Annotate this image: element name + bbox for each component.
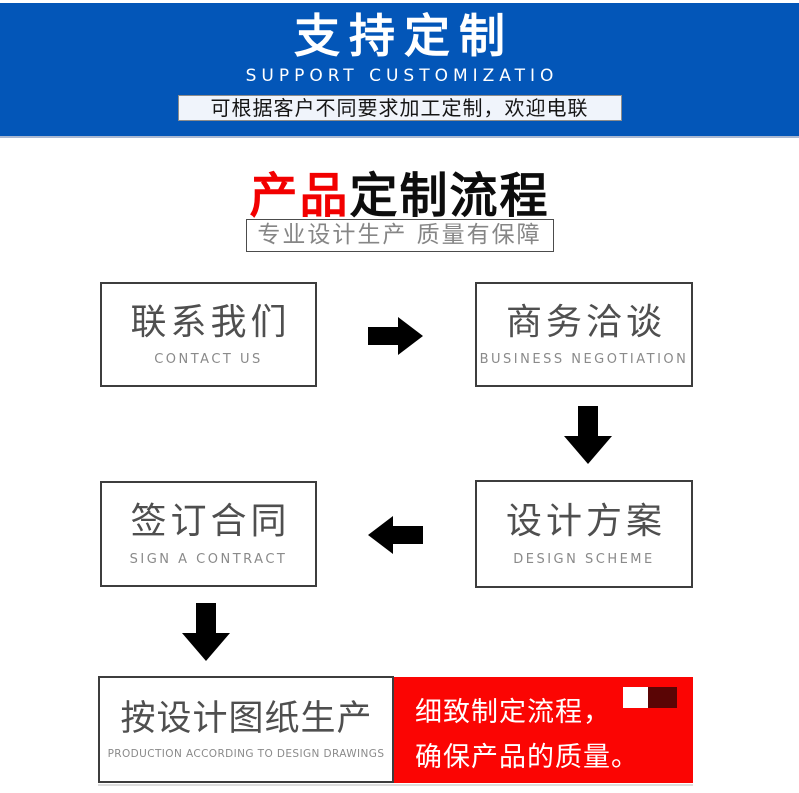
step-en-label: DESIGN SCHEME <box>513 551 655 567</box>
maroon-square-icon <box>648 687 677 708</box>
note-text: 细致制定流程， 确保产品的质量。 <box>394 677 693 780</box>
flow-step-contact-us: 联系我们 CONTACT US <box>100 282 317 387</box>
banner: 支持定制 SUPPORT CUSTOMIZATIO 可根据客户不同要求加工定制，… <box>0 3 799 138</box>
banner-tagline: 可根据客户不同要求加工定制，欢迎电联 <box>177 94 622 121</box>
section-title: 产品定制流程 <box>0 156 799 226</box>
step-cn-label: 签订合同 <box>130 501 291 543</box>
note-decoration-squares <box>623 687 677 708</box>
section-title-rest: 定制流程 <box>349 168 550 224</box>
step-en-label: SIGN A CONTRACT <box>129 551 288 567</box>
arrow-right-icon <box>368 317 423 355</box>
flow-step-production: 按设计图纸生产 PRODUCTION ACCORDING TO DESIGN D… <box>98 676 394 783</box>
note-line-2: 确保产品的质量。 <box>415 742 639 773</box>
banner-title: 支持定制 <box>294 9 514 63</box>
bottom-shadow-line <box>98 784 693 786</box>
step-en-label: BUSINESS NEGOTIATION <box>479 352 689 368</box>
section-title-highlight: 产品 <box>249 168 350 224</box>
white-square-icon <box>623 687 648 708</box>
banner-subtitle: SUPPORT CUSTOMIZATIO <box>245 65 559 86</box>
step-cn-label: 按设计图纸生产 <box>120 699 373 740</box>
section-subtitle-box: 专业设计生产 质量有保障 <box>245 219 554 252</box>
flow-step-design-scheme: 设计方案 DESIGN SCHEME <box>475 480 693 588</box>
step-en-label: PRODUCTION ACCORDING TO DESIGN DRAWINGS <box>107 747 385 760</box>
arrow-down-icon <box>182 603 230 661</box>
arrow-left-icon <box>368 516 423 554</box>
note-line-1: 细致制定流程， <box>415 697 611 728</box>
flow-step-business-negotiation: 商务洽谈 BUSINESS NEGOTIATION <box>475 282 693 387</box>
step-cn-label: 联系我们 <box>130 301 291 343</box>
quality-note-box: 细致制定流程， 确保产品的质量。 <box>394 677 693 783</box>
flow-step-sign-contract: 签订合同 SIGN A CONTRACT <box>100 481 317 587</box>
step-cn-label: 商务洽谈 <box>505 301 666 343</box>
arrow-down-icon <box>564 406 612 464</box>
step-en-label: CONTACT US <box>154 352 263 368</box>
step-cn-label: 设计方案 <box>505 501 666 543</box>
